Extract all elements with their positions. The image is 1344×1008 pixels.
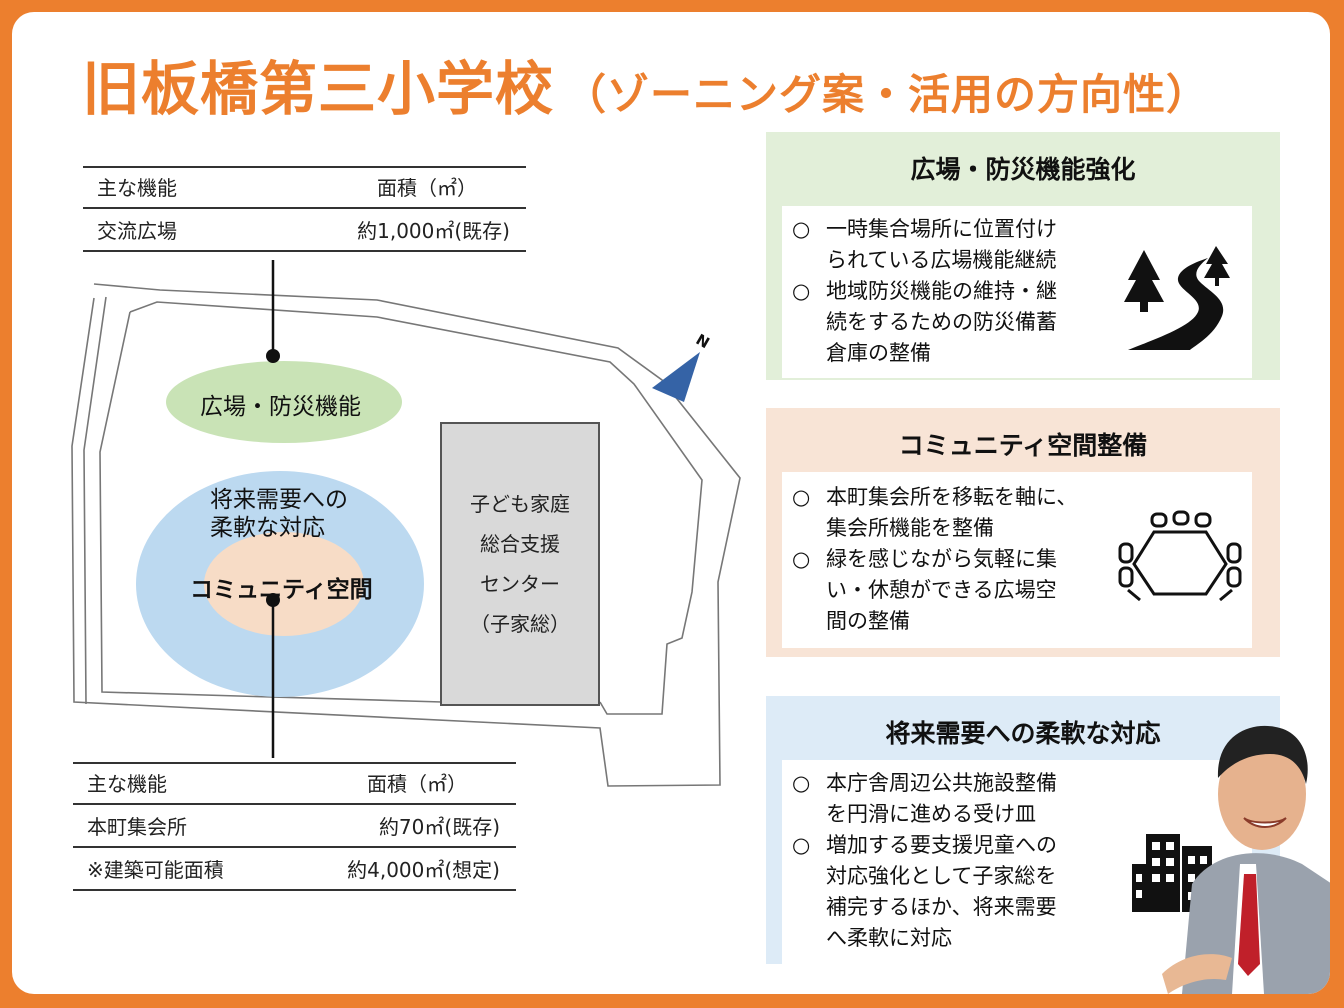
table-header: 主な機能 面積（㎡） [83, 166, 526, 209]
list-item: ○ 本庁舎周辺公共施設整備を円滑に進める受け皿 [792, 771, 1057, 826]
park-road-icon [1124, 246, 1230, 350]
panel-heading: 広場・防災機能強化 [910, 155, 1136, 184]
child-center-building: 子ども家庭 総合支援 センター （子家総） [440, 422, 600, 706]
zone-plaza [166, 361, 402, 443]
north-arrow-icon [652, 352, 700, 402]
list-item: ○ 地域防災機能の維持・継続をするための防災備蓄倉庫の整備 [792, 279, 1057, 365]
meeting-table-icon [1118, 510, 1242, 602]
table-row: 交流広場 約1,000㎡(既存) [83, 209, 526, 252]
table-row: 本町集会所 約70㎡(既存) [73, 805, 516, 848]
zone-future-label-1: 将来需要への [210, 487, 348, 513]
page-title: 旧板橋第三小学校（ゾーニング案・活用の方向性） [82, 42, 1209, 126]
north-label: N [693, 330, 713, 352]
pointer-dot [266, 349, 280, 363]
panel-heading: 将来需要への柔軟な対応 [885, 719, 1161, 748]
table-row: ※建築可能面積 約4,000㎡(想定) [73, 848, 516, 891]
panel-heading: コミュニティ空間整備 [898, 431, 1148, 460]
site-map: N [71, 260, 741, 787]
list-item: ○ 増加する要支援児童への対応強化として子家総を補完するほか、将来需要へ柔軟に対… [792, 833, 1057, 950]
list-item: ○ 本町集会所を移転を軸に、集会所機能を整備 [792, 485, 1078, 540]
zone-community [204, 532, 364, 636]
slide: 旧板橋第三小学校（ゾーニング案・活用の方向性） 主な機能 面積（㎡） 交流広場 … [12, 12, 1330, 994]
panel-disaster: 広場・防災機能強化 ○ 一時集合場所に位置付けられている広場機能継続 ○ 地域防… [766, 132, 1280, 380]
list-item: ○ 一時集合場所に位置付けられている広場機能継続 [792, 217, 1057, 272]
zone-future-label-2: 柔軟な対応 [210, 515, 325, 541]
title-main: 旧板橋第三小学校 [82, 55, 555, 123]
table-header: 主な機能 面積（㎡） [73, 762, 516, 805]
title-sub: （ゾーニング案・活用の方向性） [564, 70, 1210, 119]
presenter-photo [1162, 725, 1330, 994]
zone-community-label: コミュニティ空間 [190, 577, 373, 603]
zone-plaza-label: 広場・防災機能 [200, 394, 361, 420]
list-item: ○ 緑を感じながら気軽に集い・休憩ができる広場空間の整備 [792, 547, 1057, 633]
function-table-top: 主な機能 面積（㎡） 交流広場 約1,000㎡(既存) [83, 166, 526, 252]
function-table-bottom: 主な機能 面積（㎡） 本町集会所 約70㎡(既存) ※建築可能面積 約4,000… [73, 762, 516, 891]
panel-community: コミュニティ空間整備 ○ 本町集会所を移転を軸に、集会所機能を整備 ○ 緑を感じ… [766, 408, 1280, 657]
